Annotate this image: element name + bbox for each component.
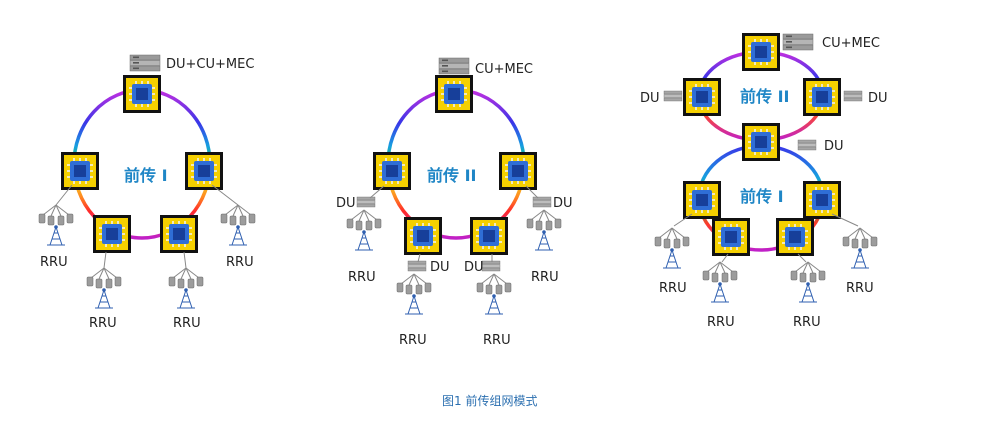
switch-node-icon bbox=[682, 77, 722, 117]
rru-label: RRU bbox=[659, 281, 687, 296]
ring-1-server-icon bbox=[129, 54, 161, 72]
du-rack-icon bbox=[797, 139, 817, 151]
rru-label: RRU bbox=[707, 315, 735, 330]
du-label: DU bbox=[553, 196, 573, 211]
rru-label: RRU bbox=[483, 333, 511, 348]
switch-node-icon bbox=[469, 216, 509, 256]
du-rack-icon bbox=[843, 90, 863, 102]
switch-node-icon bbox=[775, 217, 815, 257]
switch-node-icon bbox=[802, 77, 842, 117]
diagram-1: DU+CU+MEC 前传 I RRU RRU RRU RRU bbox=[38, 54, 256, 331]
switch-node-icon bbox=[159, 214, 199, 254]
switch-node-icon bbox=[372, 151, 412, 191]
switch-node-icon bbox=[498, 151, 538, 191]
rru-label: RRU bbox=[846, 281, 874, 296]
ring-2-label: 前传 II bbox=[427, 166, 476, 185]
ring-3-server-icon bbox=[782, 33, 814, 51]
ring-3-top-label: 前传 II bbox=[740, 87, 789, 106]
rru-antenna-icon bbox=[86, 267, 122, 309]
rru-antenna-icon bbox=[790, 261, 826, 303]
du-rack-icon bbox=[481, 260, 501, 272]
diagram-3: CU+MEC 前传 II 前传 I DU DU DU RRU RRU RRU R… bbox=[640, 32, 888, 330]
rru-antenna-icon bbox=[654, 227, 690, 269]
ring-3-server-label: CU+MEC bbox=[822, 36, 880, 51]
du-label: DU bbox=[336, 196, 356, 211]
du-rack-icon bbox=[356, 196, 376, 208]
switch-node-icon bbox=[741, 122, 781, 162]
ring-1-label: 前传 I bbox=[124, 166, 168, 185]
rru-antenna-icon bbox=[526, 209, 562, 251]
rru-antenna-icon bbox=[476, 273, 512, 315]
switch-node-icon bbox=[434, 74, 474, 114]
rru-label: RRU bbox=[348, 270, 376, 285]
ring-1-server-label: DU+CU+MEC bbox=[166, 57, 254, 72]
diagram-2: CU+MEC 前传 II DU DU DU DU RRU RRU RRU RRU bbox=[336, 57, 573, 348]
rru-antenna-icon bbox=[38, 204, 74, 246]
du-rack-icon bbox=[663, 90, 683, 102]
switch-node-icon bbox=[711, 217, 751, 257]
switch-node-icon bbox=[802, 180, 842, 220]
switch-node-icon bbox=[741, 32, 781, 72]
ring-2-server-icon bbox=[438, 57, 470, 75]
du-label: DU bbox=[868, 91, 888, 106]
rru-antenna-icon bbox=[396, 273, 432, 315]
ring-2-server-label: CU+MEC bbox=[475, 62, 533, 77]
du-label: DU bbox=[640, 91, 660, 106]
switch-node-icon bbox=[92, 214, 132, 254]
rru-label: RRU bbox=[531, 270, 559, 285]
switch-node-icon bbox=[122, 74, 162, 114]
switch-node-icon bbox=[184, 151, 224, 191]
du-label: DU bbox=[824, 139, 844, 154]
ring-3-bottom-label: 前传 I bbox=[740, 187, 784, 206]
rru-label: RRU bbox=[226, 255, 254, 270]
rru-label: RRU bbox=[40, 255, 68, 270]
rru-label: RRU bbox=[399, 333, 427, 348]
rru-antenna-icon bbox=[842, 227, 878, 269]
switch-node-icon bbox=[403, 216, 443, 256]
rru-label: RRU bbox=[89, 316, 117, 331]
du-label: DU bbox=[464, 260, 484, 275]
du-rack-icon bbox=[407, 260, 427, 272]
switch-node-icon bbox=[60, 151, 100, 191]
rru-label: RRU bbox=[793, 315, 821, 330]
figure-caption: 图1 前传组网模式 bbox=[442, 393, 537, 408]
du-rack-icon bbox=[532, 196, 552, 208]
du-label: DU bbox=[430, 260, 450, 275]
rru-antenna-icon bbox=[702, 261, 738, 303]
rru-antenna-icon bbox=[168, 267, 204, 309]
switch-node-icon bbox=[682, 180, 722, 220]
rru-antenna-icon bbox=[346, 209, 382, 251]
rru-label: RRU bbox=[173, 316, 201, 331]
rru-antenna-icon bbox=[220, 204, 256, 246]
